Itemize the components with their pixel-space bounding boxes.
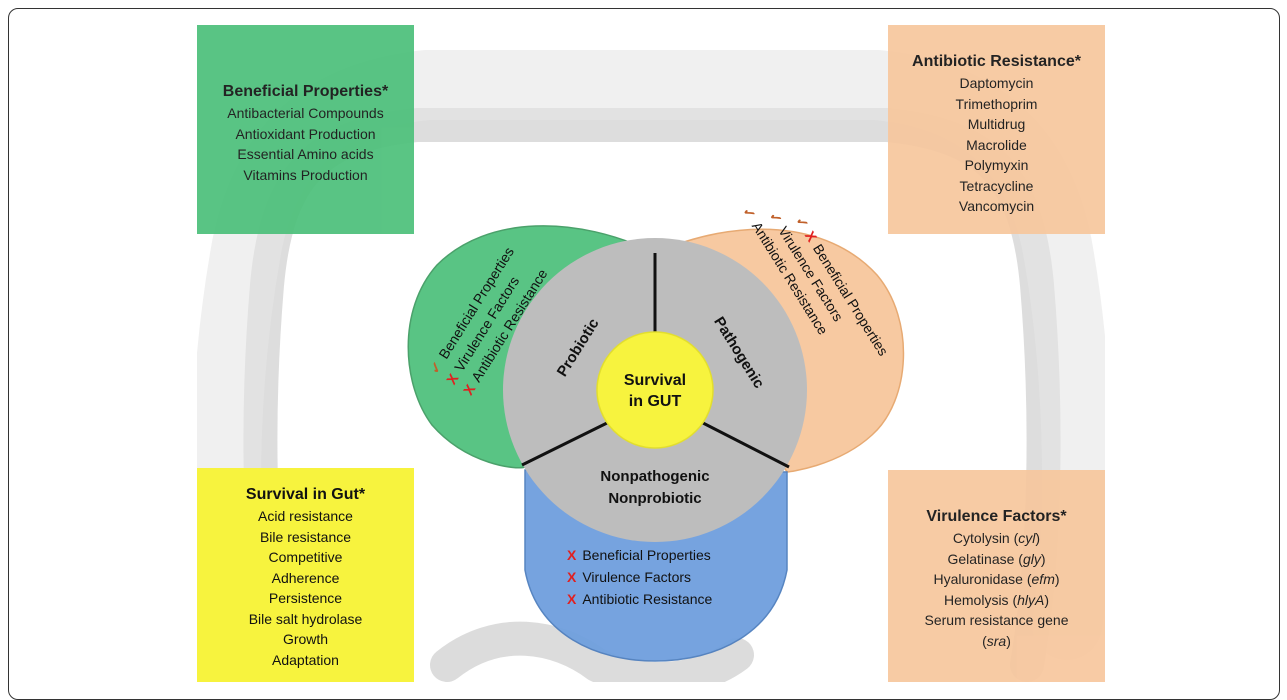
antibiotic-item: Vancomycin: [958, 198, 1035, 214]
survival-item: Adaptation: [272, 651, 339, 668]
divider-line: [521, 421, 608, 467]
survival-item: Bile salt hydrolase: [248, 610, 363, 627]
virulence-item: Cytolysin (cyl): [952, 530, 1041, 546]
antibiotic-item: Polymyxin: [964, 157, 1029, 173]
survival-item: Persistence: [268, 590, 343, 606]
svg-text:XVirulence Factors: XVirulence Factors: [567, 569, 691, 585]
antibiotic-item: Tetracycline: [959, 177, 1034, 194]
antibiotic-resistance-title: Antibiotic Resistance*: [912, 53, 1081, 70]
virulence-item: (sra): [982, 632, 1011, 649]
virulence-item: Hyaluronidase (efm): [933, 571, 1060, 587]
virulence-factors-title: Virulence Factors*: [926, 508, 1067, 525]
divider-line: [702, 421, 790, 469]
virulence-item: Serum resistance gene: [924, 612, 1069, 628]
antibiotic-item: Daptomycin: [959, 75, 1034, 91]
survival-item: Acid resistance: [258, 508, 353, 524]
beneficial-item: Vitamins Production: [243, 166, 368, 183]
antibiotic-item: Macrolide: [966, 136, 1027, 153]
survival-item: Adherence: [271, 569, 340, 586]
beneficial-item: Antioxidant Production: [235, 125, 376, 142]
antibiotic-item: Multidrug: [967, 116, 1026, 132]
center-label-line1: Survival: [624, 372, 686, 389]
survival-center-circle: [596, 331, 714, 449]
central-diagram: Survival in GUT Probiotic Pathogenic Non…: [407, 204, 905, 662]
antibiotic-resistance-box: Antibiotic Resistance* Daptomycin Trimet…: [888, 25, 1105, 234]
beneficial-properties-box: Beneficial Properties* Antibacterial Com…: [197, 25, 414, 234]
svg-text:XBeneficial Properties: XBeneficial Properties: [567, 547, 711, 563]
virulence-factors-box: Virulence Factors* Cytolysin (cyl) Gelat…: [888, 470, 1105, 682]
beneficial-properties-title: Beneficial Properties*: [222, 83, 389, 100]
center-label-line2: in GUT: [629, 393, 682, 410]
intestine-background: [197, 50, 1105, 682]
virulence-item: Gelatinase (gly): [947, 550, 1046, 567]
survival-item: Growth: [282, 631, 329, 647]
antibiotic-item: Trimethoprim: [955, 95, 1038, 112]
beneficial-item: Antibacterial Compounds: [227, 105, 384, 121]
survival-item: Competitive: [268, 549, 343, 565]
nonpathogenic-label: Nonpathogenic: [600, 468, 709, 485]
virulence-item: Hemolysis (hlyA): [943, 591, 1050, 608]
beneficial-item: Essential Amino acids: [237, 146, 374, 162]
survival-in-gut-title: Survival in Gut*: [245, 486, 366, 503]
svg-text:XAntibiotic Resistance: XAntibiotic Resistance: [567, 591, 713, 607]
diagram-panel: Beneficial Properties* Antibacterial Com…: [197, 25, 1105, 682]
survival-item: Bile resistance: [259, 528, 352, 545]
nonprobiotic-label: Nonprobiotic: [608, 490, 701, 507]
survival-in-gut-box: Survival in Gut* Acid resistance Bile re…: [197, 468, 414, 682]
